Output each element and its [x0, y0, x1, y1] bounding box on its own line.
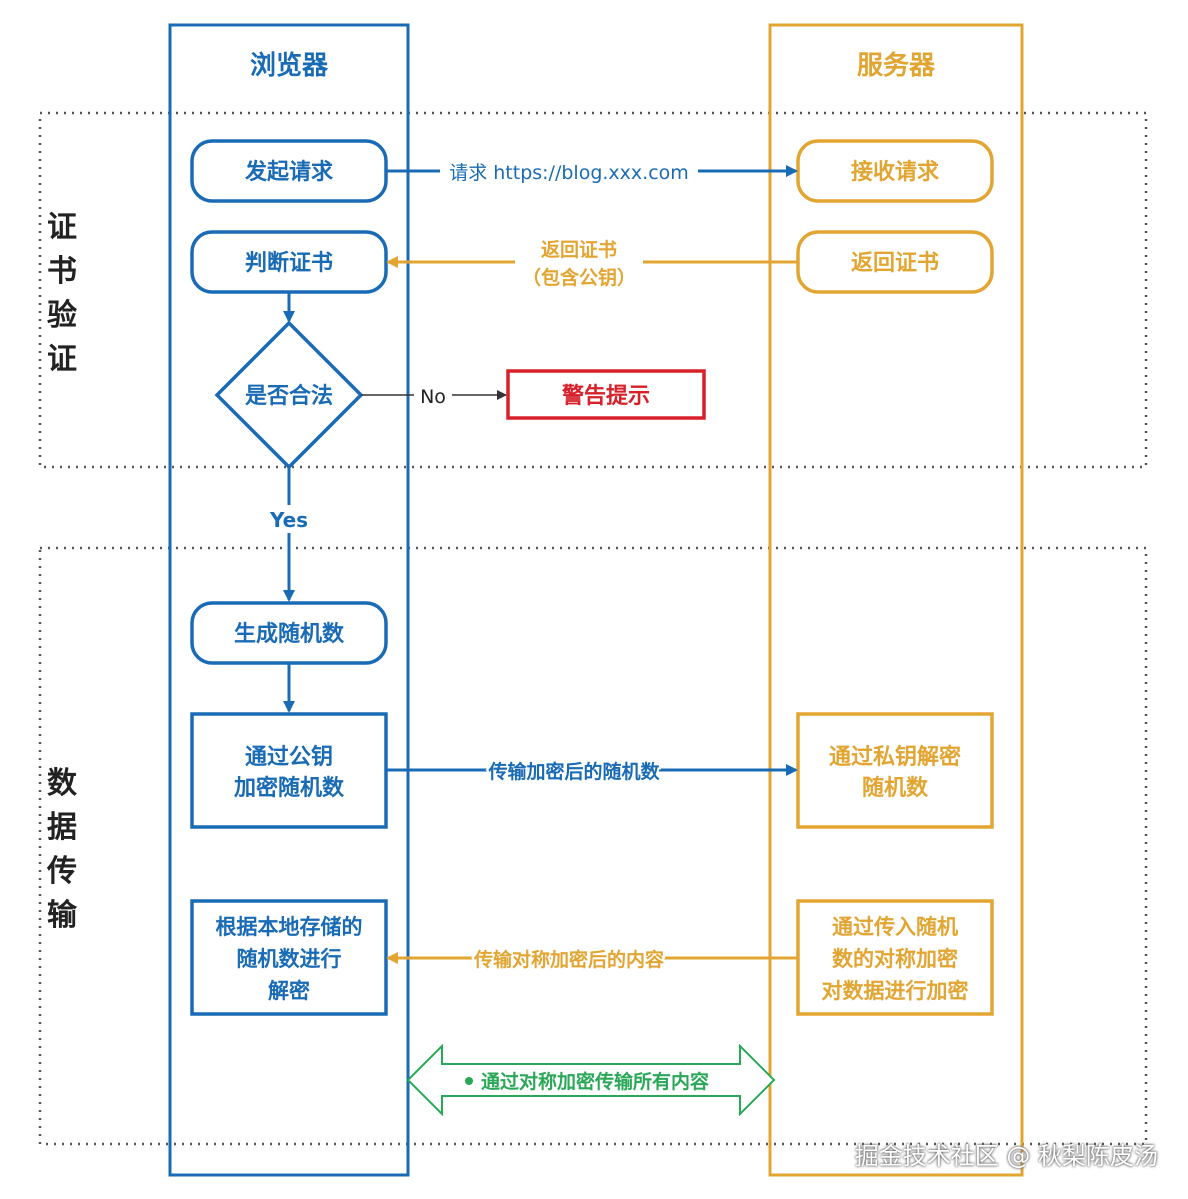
sym-encrypt-line: 对数据进行加密: [822, 979, 969, 1003]
initiate-request-label: 发起请求: [244, 159, 333, 185]
warning-node: [506, 369, 706, 420]
decrypt-private-line: 通过私钥解密: [829, 744, 961, 770]
warning-label: 警告提示: [561, 383, 650, 409]
data-section-label: 数 据 传 输: [46, 766, 78, 933]
send-sym-content-label: 传输对称加密后的内容: [473, 948, 664, 971]
watermark: 掘金技术社区 @ 秋梨陈皮汤: [854, 1142, 1158, 1170]
encrypt-random-node: [190, 712, 388, 829]
return-cert-edge-line: 返回证书: [541, 239, 617, 261]
decrypt-line: 随机数进行: [237, 947, 342, 971]
encrypt-random-line: 加密随机数: [233, 775, 345, 801]
sym-encrypt-line: 通过传入随机: [832, 915, 958, 939]
request-label-bg: [440, 158, 698, 184]
cert-label-char: 书: [47, 254, 77, 289]
symmetric-transfer-label: 通过对称加密传输所有内容: [481, 1070, 709, 1093]
sym-encrypt-line: 数的对称加密: [832, 947, 958, 971]
return-cert-edge-line: （包含公钥）: [522, 266, 636, 289]
green-bullet-icon: [465, 1077, 473, 1085]
decrypt-node: [190, 899, 388, 1016]
data-section-box: [38, 546, 1148, 1146]
browser-lane: [168, 23, 410, 1177]
send-encrypted-random-label: 传输加密后的随机数: [487, 760, 660, 783]
browser-lane-title: 浏览器: [250, 51, 329, 81]
return-cert-label: 返回证书: [851, 251, 939, 276]
decrypt-private-line: 随机数: [862, 775, 929, 801]
return-cert-label-bg: [515, 235, 643, 293]
cert-section-label: 证 书 验 证: [47, 210, 77, 377]
cert-section-box: [38, 111, 1148, 469]
no-label-bg: [414, 383, 452, 407]
symmetric-transfer-double-arrow: [406, 1043, 776, 1117]
yes-label: Yes: [269, 508, 308, 532]
gen-random-label: 生成随机数: [234, 621, 345, 647]
server-lane-title: 服务器: [857, 51, 936, 81]
is-legal-label: 是否合法: [245, 383, 333, 409]
cert-label-char: 验: [47, 298, 77, 333]
decrypt-private-node: [796, 712, 994, 829]
data-label-char: 输: [47, 898, 78, 933]
cert-label-char: 证: [47, 342, 77, 377]
yes-label-bg: [266, 505, 312, 533]
data-label-char: 传: [46, 854, 77, 889]
data-label-char: 据: [47, 810, 77, 845]
decrypt-line: 根据本地存储的: [216, 915, 363, 939]
cert-label-char: 证: [47, 210, 77, 245]
no-label: No: [420, 386, 446, 408]
judge-cert-label: 判断证书: [245, 250, 333, 276]
receive-request-label: 接收请求: [851, 159, 939, 185]
decrypt-line: 解密: [268, 979, 310, 1003]
server-lane: [768, 23, 1024, 1177]
encrypt-random-line: 通过公钥: [245, 744, 333, 770]
request-label: 请求 https://blog.xxx.com: [449, 162, 689, 184]
receive-request-node: [796, 139, 994, 203]
data-label-char: 数: [47, 766, 78, 801]
